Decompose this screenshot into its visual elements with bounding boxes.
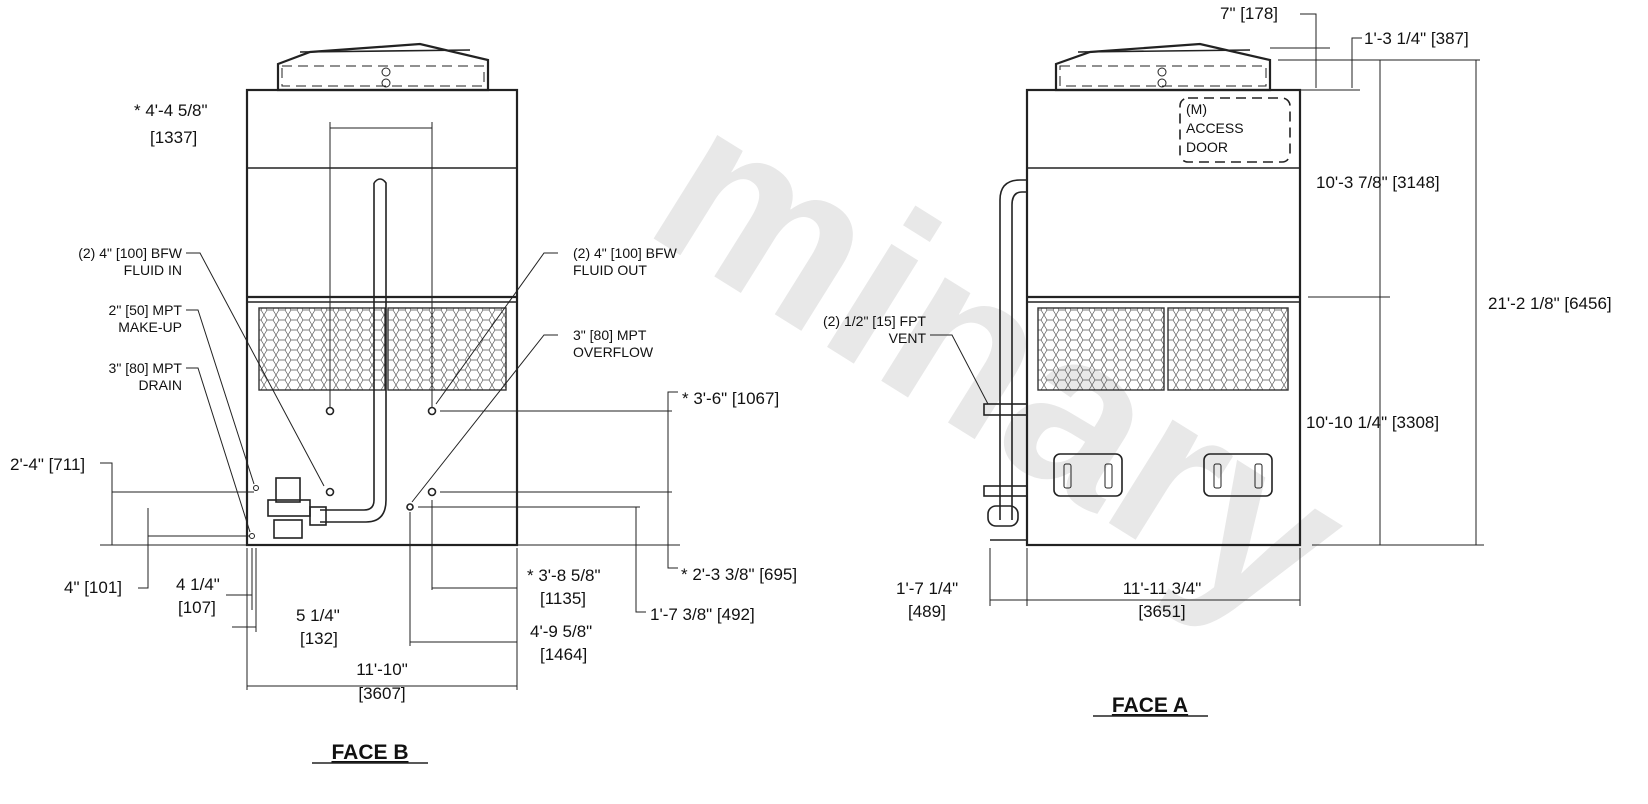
dim-5-25-mm: [132] — [300, 629, 338, 648]
access-label-1: (M) — [1186, 101, 1207, 117]
fluid-out-label-2: FLUID OUT — [573, 262, 647, 278]
makeup-label-2: MAKE-UP — [118, 319, 182, 335]
overflow-label-2: OVERFLOW — [573, 344, 654, 360]
dim-3-6-text: * 3'-6" [1067] — [682, 389, 779, 408]
access-label-2: ACCESS — [1186, 120, 1244, 136]
hatch-right — [1203, 453, 1273, 497]
access-door — [1179, 97, 1291, 163]
dim-7-text: 7" [178] — [1220, 4, 1278, 23]
dim-3-8-text: * 3'-8 5/8" — [527, 566, 601, 585]
pump-motor — [275, 477, 301, 503]
makeup-label-1: 2" [50] MPT — [109, 302, 183, 318]
dim-10-10-text: 10'-10 1/4" [3308] — [1306, 413, 1439, 432]
conn-makeup — [253, 485, 259, 491]
dim-4-4-mm: [1337] — [150, 128, 197, 147]
dim-11-11-mm: [3651] — [1138, 602, 1185, 621]
vent-label-1: (2) 1/2" [15] FPT — [823, 313, 926, 329]
dim-10-3-text: 10'-3 7/8" [3148] — [1316, 173, 1440, 192]
dim-4-9-text: 4'-9 5/8" — [530, 622, 592, 641]
face-a-labels: 7" [178] 1'-3 1/4" [387] (M) ACCESS DOOR… — [823, 4, 1612, 717]
louver-panel-right — [387, 307, 507, 391]
dim-2-3-text: * 2'-3 3/8" [695] — [681, 565, 797, 584]
dim-11-11-text: 11'-11 3/4" — [1123, 579, 1202, 598]
face-b-labels: * 4'-4 5/8" [1337] (2) 4" [100] BFW FLUI… — [10, 101, 797, 764]
dim-4-4-text: * 4'-4 5/8" — [134, 101, 208, 120]
fluid-in-label-1: (2) 4" [100] BFW — [78, 245, 183, 261]
conn-fluid-in-lower — [325, 487, 335, 497]
dim-21-2-text: 21'-2 1/8" [6456] — [1488, 294, 1612, 313]
dim-4-25-text: 4 1/4" — [176, 575, 220, 594]
dim-2-4-text: 2'-4" [711] — [10, 455, 85, 474]
dim-1-7a-text: 1'-7 1/4" — [896, 579, 958, 598]
hatch-left — [1053, 453, 1123, 497]
fan-dashed-outline-a — [1059, 65, 1267, 87]
dim-1-7a-mm: [489] — [908, 602, 946, 621]
dim-11-10-mm: [3607] — [358, 684, 405, 703]
face-b-unit — [245, 42, 519, 547]
fluid-in-label-2: FLUID IN — [124, 262, 182, 278]
face-a-dimension-lines — [930, 13, 1484, 606]
face-b-title: FACE B — [331, 741, 408, 764]
face-a-title: FACE A — [1112, 694, 1188, 717]
overflow-label-1: 3" [80] MPT — [573, 327, 647, 343]
conn-fluid-out-lower — [427, 487, 437, 497]
face-a-unit — [983, 42, 1302, 547]
dim-4-9-mm: [1464] — [540, 645, 587, 664]
drain-label-2: DRAIN — [138, 377, 182, 393]
access-label-3: DOOR — [1186, 139, 1228, 155]
louver-panel-a-right — [1167, 307, 1289, 391]
fluid-out-label-1: (2) 4" [100] BFW — [573, 245, 678, 261]
conn-overflow — [406, 503, 414, 511]
dim-1-3-text: 1'-3 1/4" [387] — [1364, 29, 1469, 48]
dim-3-8-mm: [1135] — [540, 589, 586, 608]
louver-panel-a-left — [1037, 307, 1165, 391]
drain-label-1: 3" [80] MPT — [109, 360, 183, 376]
dim-11-10-text: 11'-10" — [356, 660, 408, 679]
louver-panel-left — [258, 307, 386, 391]
conn-drain — [249, 533, 255, 539]
dim-1-7-text: 1'-7 3/8" [492] — [650, 605, 755, 624]
dim-4in-text: 4" [101] — [64, 578, 122, 597]
face-a-casing — [1025, 88, 1302, 547]
vertical-pipe — [320, 178, 387, 523]
side-pipe — [999, 179, 1027, 520]
conn-fluid-out-upper — [427, 406, 437, 416]
face-b-casing — [245, 88, 519, 547]
dim-5-25-text: 5 1/4" — [296, 606, 340, 625]
vent-label-2: VENT — [889, 330, 927, 346]
dim-4-25-mm: [107] — [178, 598, 216, 617]
face-b-dimension-lines — [100, 122, 680, 690]
conn-fluid-in-upper — [325, 406, 335, 416]
